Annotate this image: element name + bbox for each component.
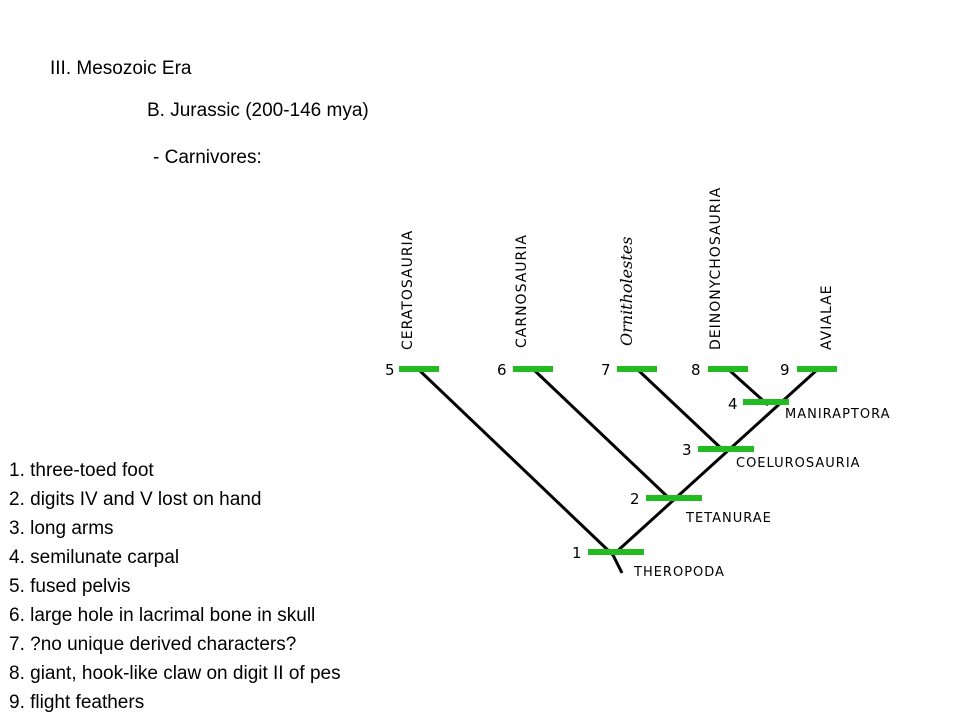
branch-root [611, 554, 624, 574]
legend-item: 9. flight feathers [9, 692, 145, 713]
marker-1: 1 [572, 544, 582, 562]
taxon-carnosauria: CARNOSAURIA [514, 234, 530, 348]
legend-item: 8. giant, hook-like claw on digit II of … [9, 663, 341, 684]
marker-5: 5 [385, 361, 395, 379]
legend-item: 4. semilunate carpal [9, 547, 180, 568]
character-legend: 1. three-toed foot 2. digits IV and V lo… [9, 458, 341, 719]
taxon-ornitholestes: Ornitholestes [617, 237, 636, 346]
era-heading: III. Mesozoic Era [50, 58, 192, 79]
taxon-ceratosauria: CERATOSAURIA [400, 230, 416, 350]
marker-7: 7 [601, 361, 611, 379]
marker-3: 3 [682, 441, 692, 459]
clade-tetanurae: TETANURAE [685, 511, 772, 526]
branch-ceratosauria [416, 367, 615, 557]
marker-9: 9 [780, 361, 790, 379]
branch-carnosauria [531, 367, 674, 503]
clade-theropoda: THEROPODA [633, 565, 725, 580]
taxon-avialae: AVIALAE [819, 284, 835, 350]
legend-item: 7. ?no unique derived characters? [9, 634, 297, 655]
clade-coelurosauria: COELUROSAURIA [736, 456, 861, 471]
taxon-deinonychosauria: DEINONYCHOSAURIA [708, 187, 724, 350]
marker-6: 6 [497, 361, 507, 379]
character-bars [399, 366, 837, 555]
period-heading: B. Jurassic (200-146 mya) [147, 100, 369, 121]
clade-labels: MANIRAPTORA COELUROSAURIA TETANURAE THER… [633, 407, 890, 580]
legend-item: 2. digits IV and V lost on hand [9, 489, 262, 510]
marker-2: 2 [630, 490, 640, 508]
taxon-labels: CERATOSAURIA CARNOSAURIA Ornitholestes D… [400, 187, 835, 350]
branch-ornitholestes [635, 367, 726, 453]
marker-4: 4 [728, 395, 738, 413]
legend-item: 3. long arms [9, 518, 114, 539]
legend-item: 6. large hole in lacrimal bone in skull [9, 605, 316, 626]
topic-heading: - Carnivores: [153, 147, 262, 168]
marker-8: 8 [691, 361, 701, 379]
legend-item: 5. fused pelvis [9, 576, 131, 597]
bar-numbers: 5 6 7 8 9 4 3 2 1 [385, 361, 790, 562]
legend-item: 1. three-toed foot [9, 460, 154, 481]
clade-maniraptora: MANIRAPTORA [785, 407, 890, 422]
